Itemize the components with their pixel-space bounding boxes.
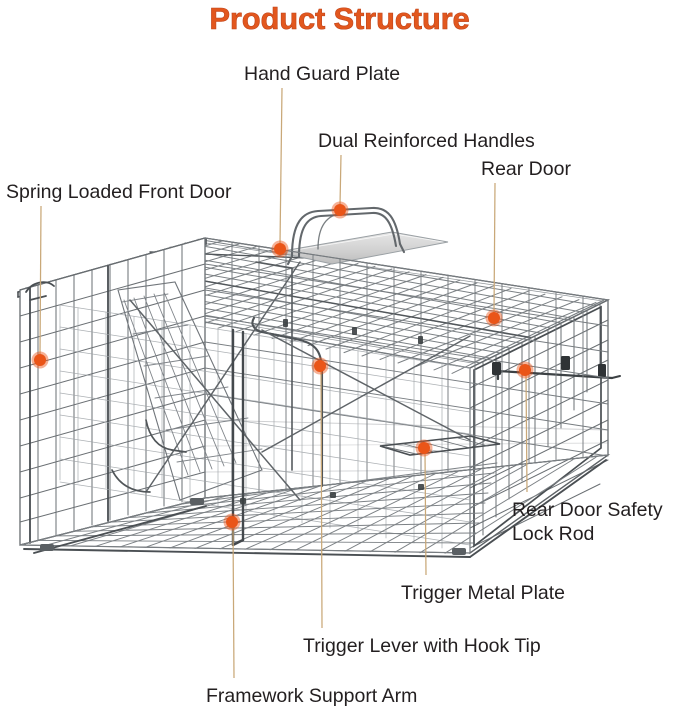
marker-dot-dual-reinforced-handles[interactable] [334, 204, 346, 216]
cage-body [17, 206, 621, 558]
marker-dot-framework-support-arm[interactable] [226, 516, 238, 528]
callout-label-framework-support-arm: Framework Support Arm [206, 685, 418, 707]
leader-line-trigger-lever-with-hook-tip [320, 370, 323, 629]
callout-hand-guard-plate [271, 87, 289, 258]
callout-label-dual-reinforced-handles: Dual Reinforced Handles [318, 130, 535, 152]
marker-dot-spring-loaded-front-door[interactable] [34, 354, 46, 366]
cage-wire-clips [240, 319, 424, 504]
interior-front-door-panel [117, 281, 263, 501]
marker-dot-trigger-lever-with-hook-tip[interactable] [314, 360, 326, 372]
framework-support-arm [231, 328, 245, 547]
callout-label-trigger-lever-with-hook-tip: Trigger Lever with Hook Tip [303, 635, 541, 657]
callout-trigger-lever-with-hook-tip [311, 357, 329, 629]
leader-line-framework-support-arm [232, 526, 235, 679]
cage-floor-panel [19, 454, 611, 554]
callout-dual-reinforced-handles [331, 154, 349, 219]
marker-dot-rear-door[interactable] [488, 312, 500, 324]
callout-label-spring-loaded-front-door: Spring Loaded Front Door [6, 181, 232, 203]
callout-label-trigger-metal-plate: Trigger Metal Plate [401, 582, 566, 604]
callout-label-hand-guard-plate: Hand Guard Plate [244, 63, 401, 85]
callout-rear-door-safety-lock-rod [516, 361, 534, 493]
leader-line-rear-door-safety-lock-rod [525, 374, 528, 493]
front-door-frame [29, 265, 109, 544]
marker-dot-hand-guard-plate[interactable] [274, 243, 286, 255]
callout-spring-loaded-front-door [31, 205, 49, 369]
callout-trigger-metal-plate [415, 439, 433, 576]
cage-cross-bracing [129, 261, 471, 501]
cage-bottom-runners [23, 459, 607, 558]
leader-line-rear-door [493, 182, 496, 314]
leader-line-trigger-metal-plate [424, 452, 427, 576]
marker-dot-trigger-metal-plate[interactable] [418, 442, 430, 454]
marker-dot-rear-door-safety-lock-rod[interactable] [519, 364, 531, 376]
callout-rear-door [485, 182, 503, 327]
rear-door-latch-clips [492, 356, 606, 377]
leader-line-dual-reinforced-handles [339, 154, 342, 206]
cage-feet [40, 498, 466, 555]
trigger-rod [255, 261, 293, 471]
callout-framework-support-arm [223, 513, 241, 679]
rear-door-frame [473, 305, 602, 548]
callout-layer [31, 87, 534, 679]
front-door-spring-hook [25, 281, 55, 301]
callout-label-rear-door: Rear Door [481, 158, 571, 180]
leader-line-spring-loaded-front-door [39, 205, 42, 356]
page-title: Product Structure [209, 1, 470, 37]
front-door-spring-assembly [111, 419, 187, 493]
callout-label-rear-door-safety-lock-rod: Rear Door Safety Lock Rod [512, 499, 663, 545]
leader-line-hand-guard-plate [279, 87, 283, 245]
